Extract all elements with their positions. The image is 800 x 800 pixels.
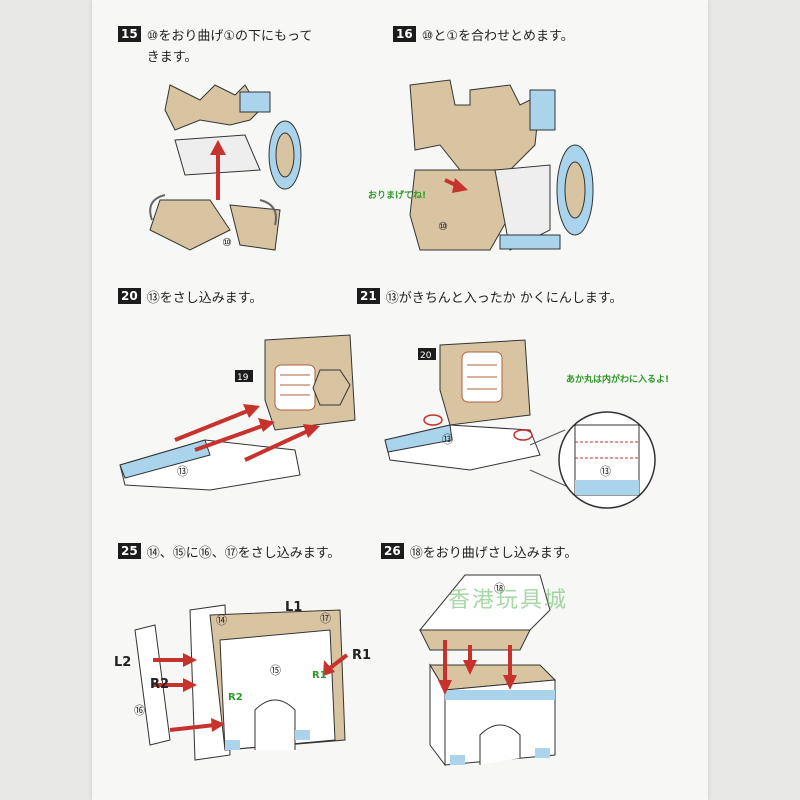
label-r1: R1: [352, 648, 371, 663]
step-21-illustration: ⑬ ⑬ 20: [380, 330, 680, 505]
watermark: 香港玩具城: [448, 582, 568, 614]
step-15: 15 ⑩をおり曲げ①の下にもって きます。: [118, 26, 312, 68]
part-label-zoom: ⑬: [600, 465, 611, 478]
step-number: 15: [118, 26, 141, 42]
step-15-illustration: ⑩: [140, 80, 320, 260]
step-number: 20: [118, 288, 141, 304]
step-instruction: ⑩をおり曲げ①の下にもって きます。: [147, 26, 313, 68]
fold-note: おりまげてね!: [368, 188, 426, 201]
step-26: 26 ⑱をおり曲げさし込みます。: [381, 543, 577, 564]
part-14: ⑭: [216, 612, 227, 628]
part-15: ⑮: [270, 662, 281, 678]
step-number: 16: [393, 26, 416, 42]
step-16: 16 ⑩と①を合わせとめます。: [393, 26, 574, 47]
label-r2-green: R2: [228, 692, 243, 703]
part-label: ⑬: [442, 433, 453, 446]
step-16-illustration: ⑩: [400, 75, 600, 265]
step-number: 26: [381, 543, 404, 559]
label-l2: L2: [114, 655, 131, 670]
step-instruction: ⑭、⑮に⑯、⑰をさし込みます。: [147, 543, 341, 564]
step-25: 25 ⑭、⑮に⑯、⑰をさし込みます。: [118, 543, 340, 564]
step-marker: 20: [420, 351, 432, 361]
step-20-illustration: ⑬ 19: [115, 330, 375, 500]
part-label: ⑩: [438, 220, 448, 233]
label-r2: R2: [150, 677, 169, 692]
step-instruction: ⑬がきちんと入ったか かくにんします。: [386, 288, 623, 309]
part-label: ⑩: [222, 236, 232, 249]
step-instruction: ⑬をさし込みます。: [147, 288, 263, 309]
step-20: 20 ⑬をさし込みます。: [118, 288, 262, 309]
step-marker: 19: [237, 373, 249, 383]
part-label: ⑬: [177, 465, 188, 478]
step-21: 21 ⑬がきちんと入ったか かくにんします。: [357, 288, 623, 309]
step-instruction: ⑩と①を合わせとめます。: [422, 26, 574, 47]
label-l1: L1: [285, 600, 302, 615]
part-16: ⑯: [134, 702, 145, 718]
step-number: 21: [357, 288, 380, 304]
step-number: 25: [118, 543, 141, 559]
label-r1-green: R1: [312, 670, 327, 681]
part-17: ⑰: [320, 610, 331, 626]
red-circle-note: あか丸は内がわに入るよ!: [566, 372, 669, 385]
step-instruction: ⑱をおり曲げさし込みます。: [410, 543, 578, 564]
